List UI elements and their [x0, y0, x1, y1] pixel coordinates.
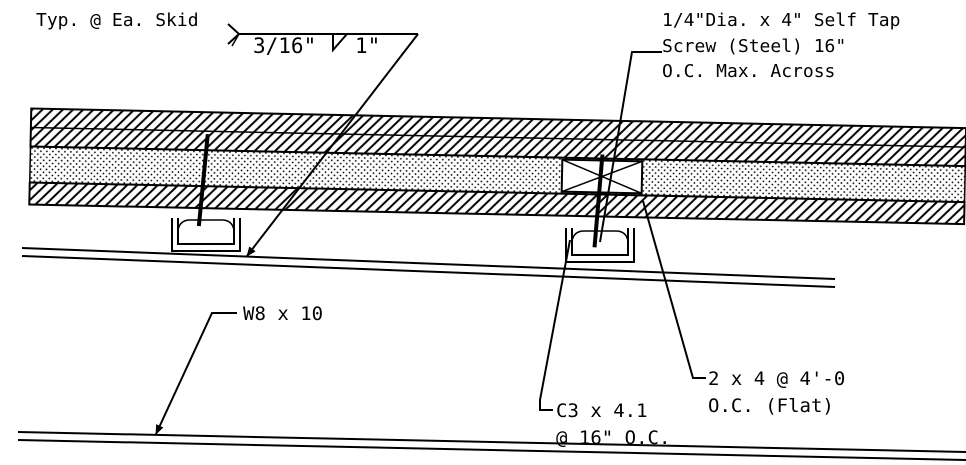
channel-right [565, 228, 635, 263]
weld-symbol [227, 23, 419, 257]
weld-note-label: Typ. @ Ea. Skid [36, 10, 199, 31]
w8-beam-flange [17, 431, 966, 461]
blocking-label-line1: 2 x 4 @ 4'-0 [708, 368, 845, 390]
channel-label-line2: @ 16" O.C. [556, 427, 670, 449]
bottom-hatched-layer [28, 181, 966, 226]
weld-size-label: 3/16" [253, 34, 316, 58]
skid-top-flange [21, 247, 836, 288]
screw-leader [599, 51, 662, 243]
blocking-leader [642, 200, 706, 379]
channel-label-line1: C3 x 4.1 [556, 400, 648, 422]
channel-left [171, 218, 241, 252]
channel-leader [539, 239, 571, 411]
w8-leader [155, 312, 237, 435]
beam-label: W8 x 10 [243, 303, 323, 325]
self-tap-screw-left [196, 134, 210, 227]
blocking-label-line2: O.C. (Flat) [708, 395, 834, 417]
screw-label-line3: O.C. Max. Across [662, 61, 835, 82]
deck-panel [28, 107, 966, 248]
screw-label-line1: 1/4"Dia. x 4" Self Tap [662, 10, 900, 31]
self-tap-screw-right [592, 154, 605, 248]
weld-length-label: 1" [355, 34, 380, 58]
screw-label-line2: Screw (Steel) 16" [662, 36, 846, 57]
